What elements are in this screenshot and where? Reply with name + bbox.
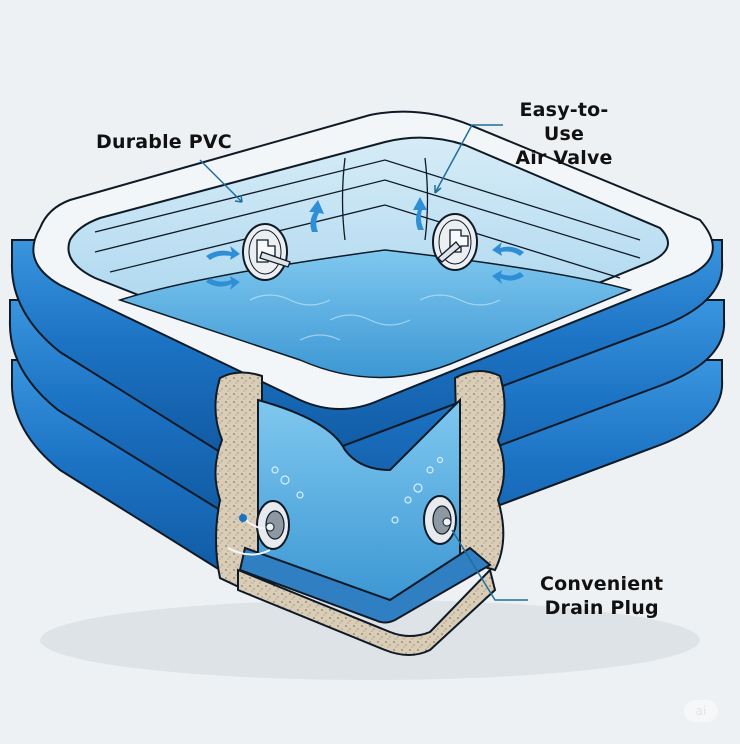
- label-durable-pvc: Durable PVC: [96, 130, 232, 154]
- label-text-line1: Convenient: [540, 573, 664, 595]
- label-drain-plug: Convenient Drain Plug: [540, 572, 663, 620]
- label-air-valve: Easy-to-Use Air Valve: [506, 98, 622, 170]
- air-valve-right: [432, 213, 478, 271]
- label-text-line1: Easy-to-Use: [519, 99, 609, 145]
- water-surface: [117, 249, 633, 379]
- arrow-icon: [309, 200, 324, 232]
- air-valve-left: [242, 223, 291, 281]
- label-text: Durable PVC: [96, 131, 232, 153]
- drain-plug-right: [423, 495, 457, 545]
- watermark-badge: ai: [684, 700, 718, 722]
- arrow-icon: [492, 242, 524, 256]
- label-text-line2: Air Valve: [515, 147, 613, 169]
- airflow-arrows: [206, 197, 524, 290]
- pvc-leader: [199, 159, 243, 203]
- drain-plug-left: [227, 500, 290, 556]
- leader-lines: [199, 124, 528, 601]
- label-text-line2: Drain Plug: [544, 597, 659, 619]
- wall-ridges: [94, 157, 641, 279]
- arrow-icon: [492, 270, 524, 284]
- cutaway-section: [214, 370, 506, 656]
- valve-leader: [434, 124, 503, 194]
- arrow-icon: [206, 246, 240, 260]
- water-caustics: [249, 294, 501, 341]
- drain-leader: [451, 529, 528, 601]
- arrow-icon: [206, 276, 240, 290]
- arrow-icon: [413, 197, 427, 230]
